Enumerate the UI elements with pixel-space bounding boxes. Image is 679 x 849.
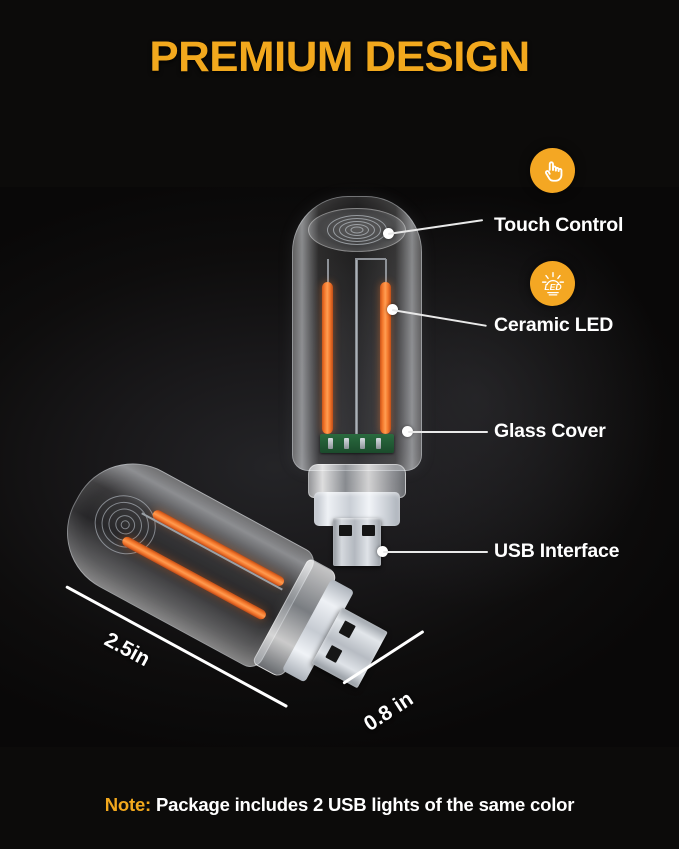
- usb-connector-upright: [333, 518, 381, 566]
- footer-note: Note: Package includes 2 USB lights of t…: [0, 794, 679, 816]
- callout-label-ceramic-led: Ceramic LED: [494, 314, 614, 336]
- callout-label-touch-control: Touch Control: [494, 214, 624, 236]
- leader-dot-usb-interface: [377, 546, 388, 557]
- leader-dot-glass-cover: [402, 426, 413, 437]
- footer-note-prefix: Note:: [104, 794, 152, 815]
- ceramic-led-badge: LED: [530, 261, 575, 306]
- center-support-post: [355, 258, 358, 436]
- footer-note-text: Package includes 2 USB lights of the sam…: [155, 794, 575, 815]
- product-upright-usb-light: [292, 196, 422, 566]
- led-bulb-icon: LED: [541, 271, 564, 295]
- page-title: PREMIUM DESIGN: [149, 33, 530, 81]
- led-filament-left: [322, 282, 333, 434]
- touch-control-badge: [530, 148, 575, 193]
- led-filament-right: [380, 282, 391, 434]
- dimension-label-width: 0.8 in: [359, 687, 418, 736]
- leader-line-glass-cover: [408, 431, 488, 433]
- touch-hand-icon: [544, 160, 562, 182]
- top-cross-wire: [356, 258, 386, 260]
- callout-label-usb-interface: USB Interface: [494, 540, 620, 562]
- filament-wire-right: [385, 259, 387, 285]
- svg-text:LED: LED: [544, 282, 561, 292]
- touch-sensor-rings: [326, 214, 388, 246]
- callout-label-glass-cover: Glass Cover: [494, 420, 606, 442]
- leader-line-usb-interface: [383, 551, 488, 553]
- circuit-board: [320, 434, 394, 453]
- filament-wire-left: [327, 259, 329, 285]
